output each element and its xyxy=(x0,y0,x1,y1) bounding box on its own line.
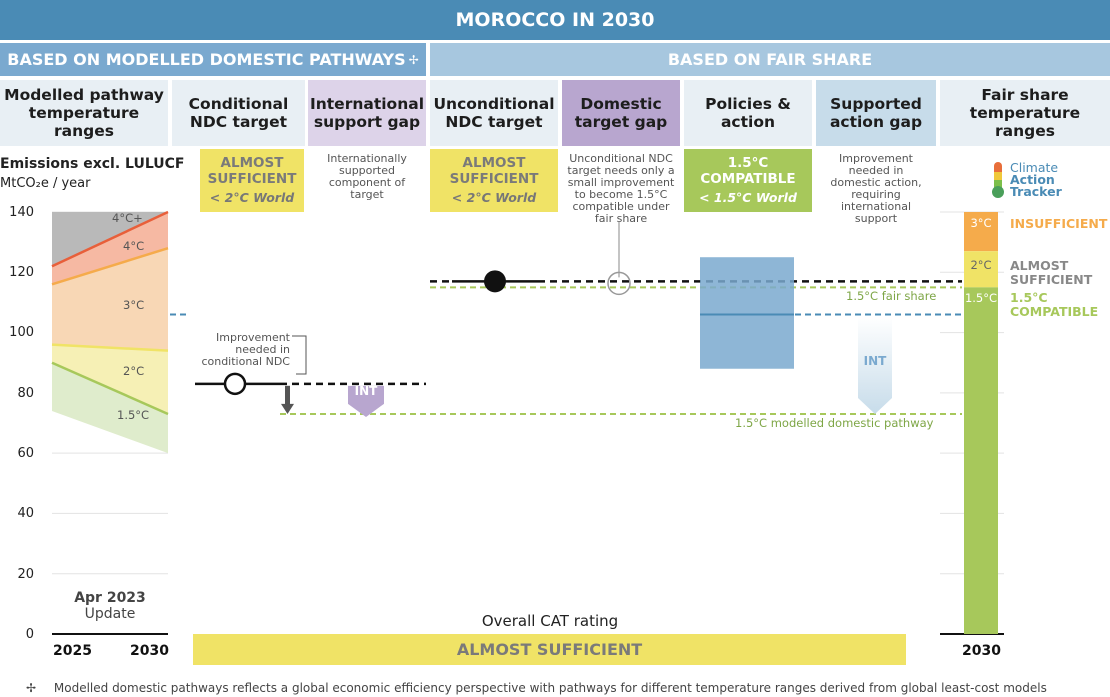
y-tick: 120 xyxy=(9,265,34,280)
footnote-mark: ✢ xyxy=(26,681,37,695)
fair-share-line-label: 1.5°C fair share xyxy=(846,289,937,303)
y-tick: 80 xyxy=(17,386,34,401)
pathway-band-2C xyxy=(52,344,168,414)
section-fair-share: BASED ON FAIR SHARE xyxy=(430,43,1110,76)
int-label-supported: INT xyxy=(863,354,887,368)
logo-text: Climate xyxy=(1010,160,1059,175)
note-supported-gap: Improvement needed in domestic action, r… xyxy=(830,152,922,225)
col-label: Modelled pathway temperature ranges xyxy=(4,86,164,140)
y-tick: 40 xyxy=(17,506,34,521)
category-insufficient: INSUFFICIENT xyxy=(1010,216,1108,231)
int-arrow-conditional xyxy=(348,385,384,417)
overall-rating-bar: ALMOST SUFFICIENT xyxy=(193,634,906,665)
logo-text: Action xyxy=(1010,172,1055,187)
col-label: Fair share temperature ranges xyxy=(969,86,1081,140)
rating-sub: < 2°C World xyxy=(209,190,295,205)
update-label: Update xyxy=(84,606,136,622)
rating-sub: < 2°C World xyxy=(451,190,537,205)
x-tick-2025: 2025 xyxy=(53,643,92,659)
improvement-arrow-head xyxy=(281,403,294,414)
improvement-arrow-shaft xyxy=(285,385,290,406)
band-line-4c-plus xyxy=(51,210,169,268)
update-date: Apr 2023 xyxy=(74,590,146,606)
rating-label: ALMOST SUFFICIENT xyxy=(449,155,539,187)
footnote-mark: ✢ xyxy=(408,52,419,67)
y-tick: 100 xyxy=(9,325,34,340)
overall-rating-value: ALMOST SUFFICIENT xyxy=(456,640,643,659)
section-domestic: BASED ON MODELLED DOMESTIC PATHWAYS✢ xyxy=(0,43,426,76)
cat-logo: Climate Action Tracker xyxy=(988,160,1098,200)
y-axis-title: Emissions excl. LULUCF xyxy=(0,156,185,172)
col-fair-share-ranges: Fair share temperature ranges xyxy=(940,80,1110,146)
pathway-band-15C xyxy=(52,362,168,454)
fair-range-2c-label: 2°C xyxy=(970,258,992,272)
note-intl-support: Internationally supported component of t… xyxy=(327,152,407,201)
band-label-4c: 4°C xyxy=(123,239,145,253)
band-label-4c-plus: 4°C+ xyxy=(112,211,143,225)
col-policies-action: Policies & action xyxy=(684,80,812,146)
logo-text: Tracker xyxy=(1010,184,1062,199)
thermometer-icon xyxy=(992,162,1004,198)
x-tick-2030: 2030 xyxy=(130,643,169,659)
y-tick: 20 xyxy=(17,567,34,582)
note-domestic-gap: Unconditional NDC target needs only a sm… xyxy=(567,152,675,225)
overall-rating-label: Overall CAT rating xyxy=(481,612,619,630)
band-label-3c: 3°C xyxy=(123,298,145,312)
y-tick: 0 xyxy=(25,627,34,642)
y-tick: 140 xyxy=(9,205,34,220)
fair-range-1-5c-label: 1.5°C xyxy=(964,291,998,305)
band-label-1-5c: 1.5°C xyxy=(117,408,150,422)
col-label: Policies & action xyxy=(705,95,791,131)
col-unconditional-ndc: Unconditional NDC target xyxy=(430,80,558,146)
improvement-bracket xyxy=(292,335,307,375)
band-line-2c xyxy=(51,343,169,352)
note-improvement-conditional: Improvement needed in conditional NDC xyxy=(201,331,290,368)
int-label-conditional: INT xyxy=(354,384,378,398)
col-label: Conditional NDC target xyxy=(188,95,289,131)
col-label: Supported action gap xyxy=(829,95,923,131)
col-domestic-target-gap: Domestic target gap xyxy=(562,80,680,146)
title-text: MOROCCO IN 2030 xyxy=(455,9,655,31)
page-title: MOROCCO IN 2030 xyxy=(0,0,1110,40)
rating-label: 1.5°C COMPATIBLE xyxy=(700,155,796,187)
y-tick: 60 xyxy=(17,446,34,461)
fair-range-bar-15C xyxy=(964,287,998,634)
domestic-line-label: 1.5°C modelled domestic pathway xyxy=(735,416,934,430)
update-stamp: Apr 2023 Update xyxy=(52,590,168,622)
col-label: Domestic target gap xyxy=(574,95,668,131)
band-line-4c xyxy=(51,246,169,286)
band-line-1-5c xyxy=(51,361,169,416)
band-label-2c: 2°C xyxy=(123,364,145,378)
fair-range-3c-label: 3°C xyxy=(970,216,992,230)
footnote: ✢ Modelled domestic pathways reflects a … xyxy=(26,681,1047,695)
conditional-ndc-marker xyxy=(223,372,247,396)
rating-conditional: ALMOST SUFFICIENT < 2°C World xyxy=(200,149,304,212)
col-conditional-ndc: Conditional NDC target xyxy=(172,80,305,146)
footnote-text: Modelled domestic pathways reflects a gl… xyxy=(53,681,1047,695)
col-label: International support gap xyxy=(309,95,425,131)
y-axis-unit: MtCO₂e / year xyxy=(0,176,91,191)
category-almost-sufficient: ALMOST SUFFICIENT xyxy=(1010,258,1093,287)
int-arrow-supported xyxy=(858,316,892,414)
col-intl-support-gap: International support gap xyxy=(308,80,426,146)
x-tick-fair-2030: 2030 xyxy=(962,643,1001,659)
category-1-5c-compatible: 1.5°C COMPATIBLE xyxy=(1010,290,1099,319)
fair-range-bar-2C xyxy=(964,251,998,288)
col-modelled-pathway: Modelled pathway temperature ranges xyxy=(0,80,168,146)
policies-range-bar xyxy=(700,257,794,369)
rating-label: ALMOST SUFFICIENT xyxy=(207,155,297,187)
unconditional-ndc-marker xyxy=(484,270,506,293)
section-fair-label: BASED ON FAIR SHARE xyxy=(667,50,873,69)
rating-sub: < 1.5°C World xyxy=(699,190,797,205)
pathway-band-3C xyxy=(52,248,168,351)
pathway-band-4C xyxy=(52,212,168,285)
col-supported-action-gap: Supported action gap xyxy=(816,80,936,146)
domestic-gap-marker xyxy=(607,271,631,296)
col-label: Unconditional NDC target xyxy=(433,95,555,131)
rating-policies: 1.5°C COMPATIBLE < 1.5°C World xyxy=(684,149,812,212)
fair-range-bar-3C xyxy=(964,212,998,252)
section-domestic-label: BASED ON MODELLED DOMESTIC PATHWAYS xyxy=(7,50,406,69)
rating-unconditional: ALMOST SUFFICIENT < 2°C World xyxy=(430,149,558,212)
